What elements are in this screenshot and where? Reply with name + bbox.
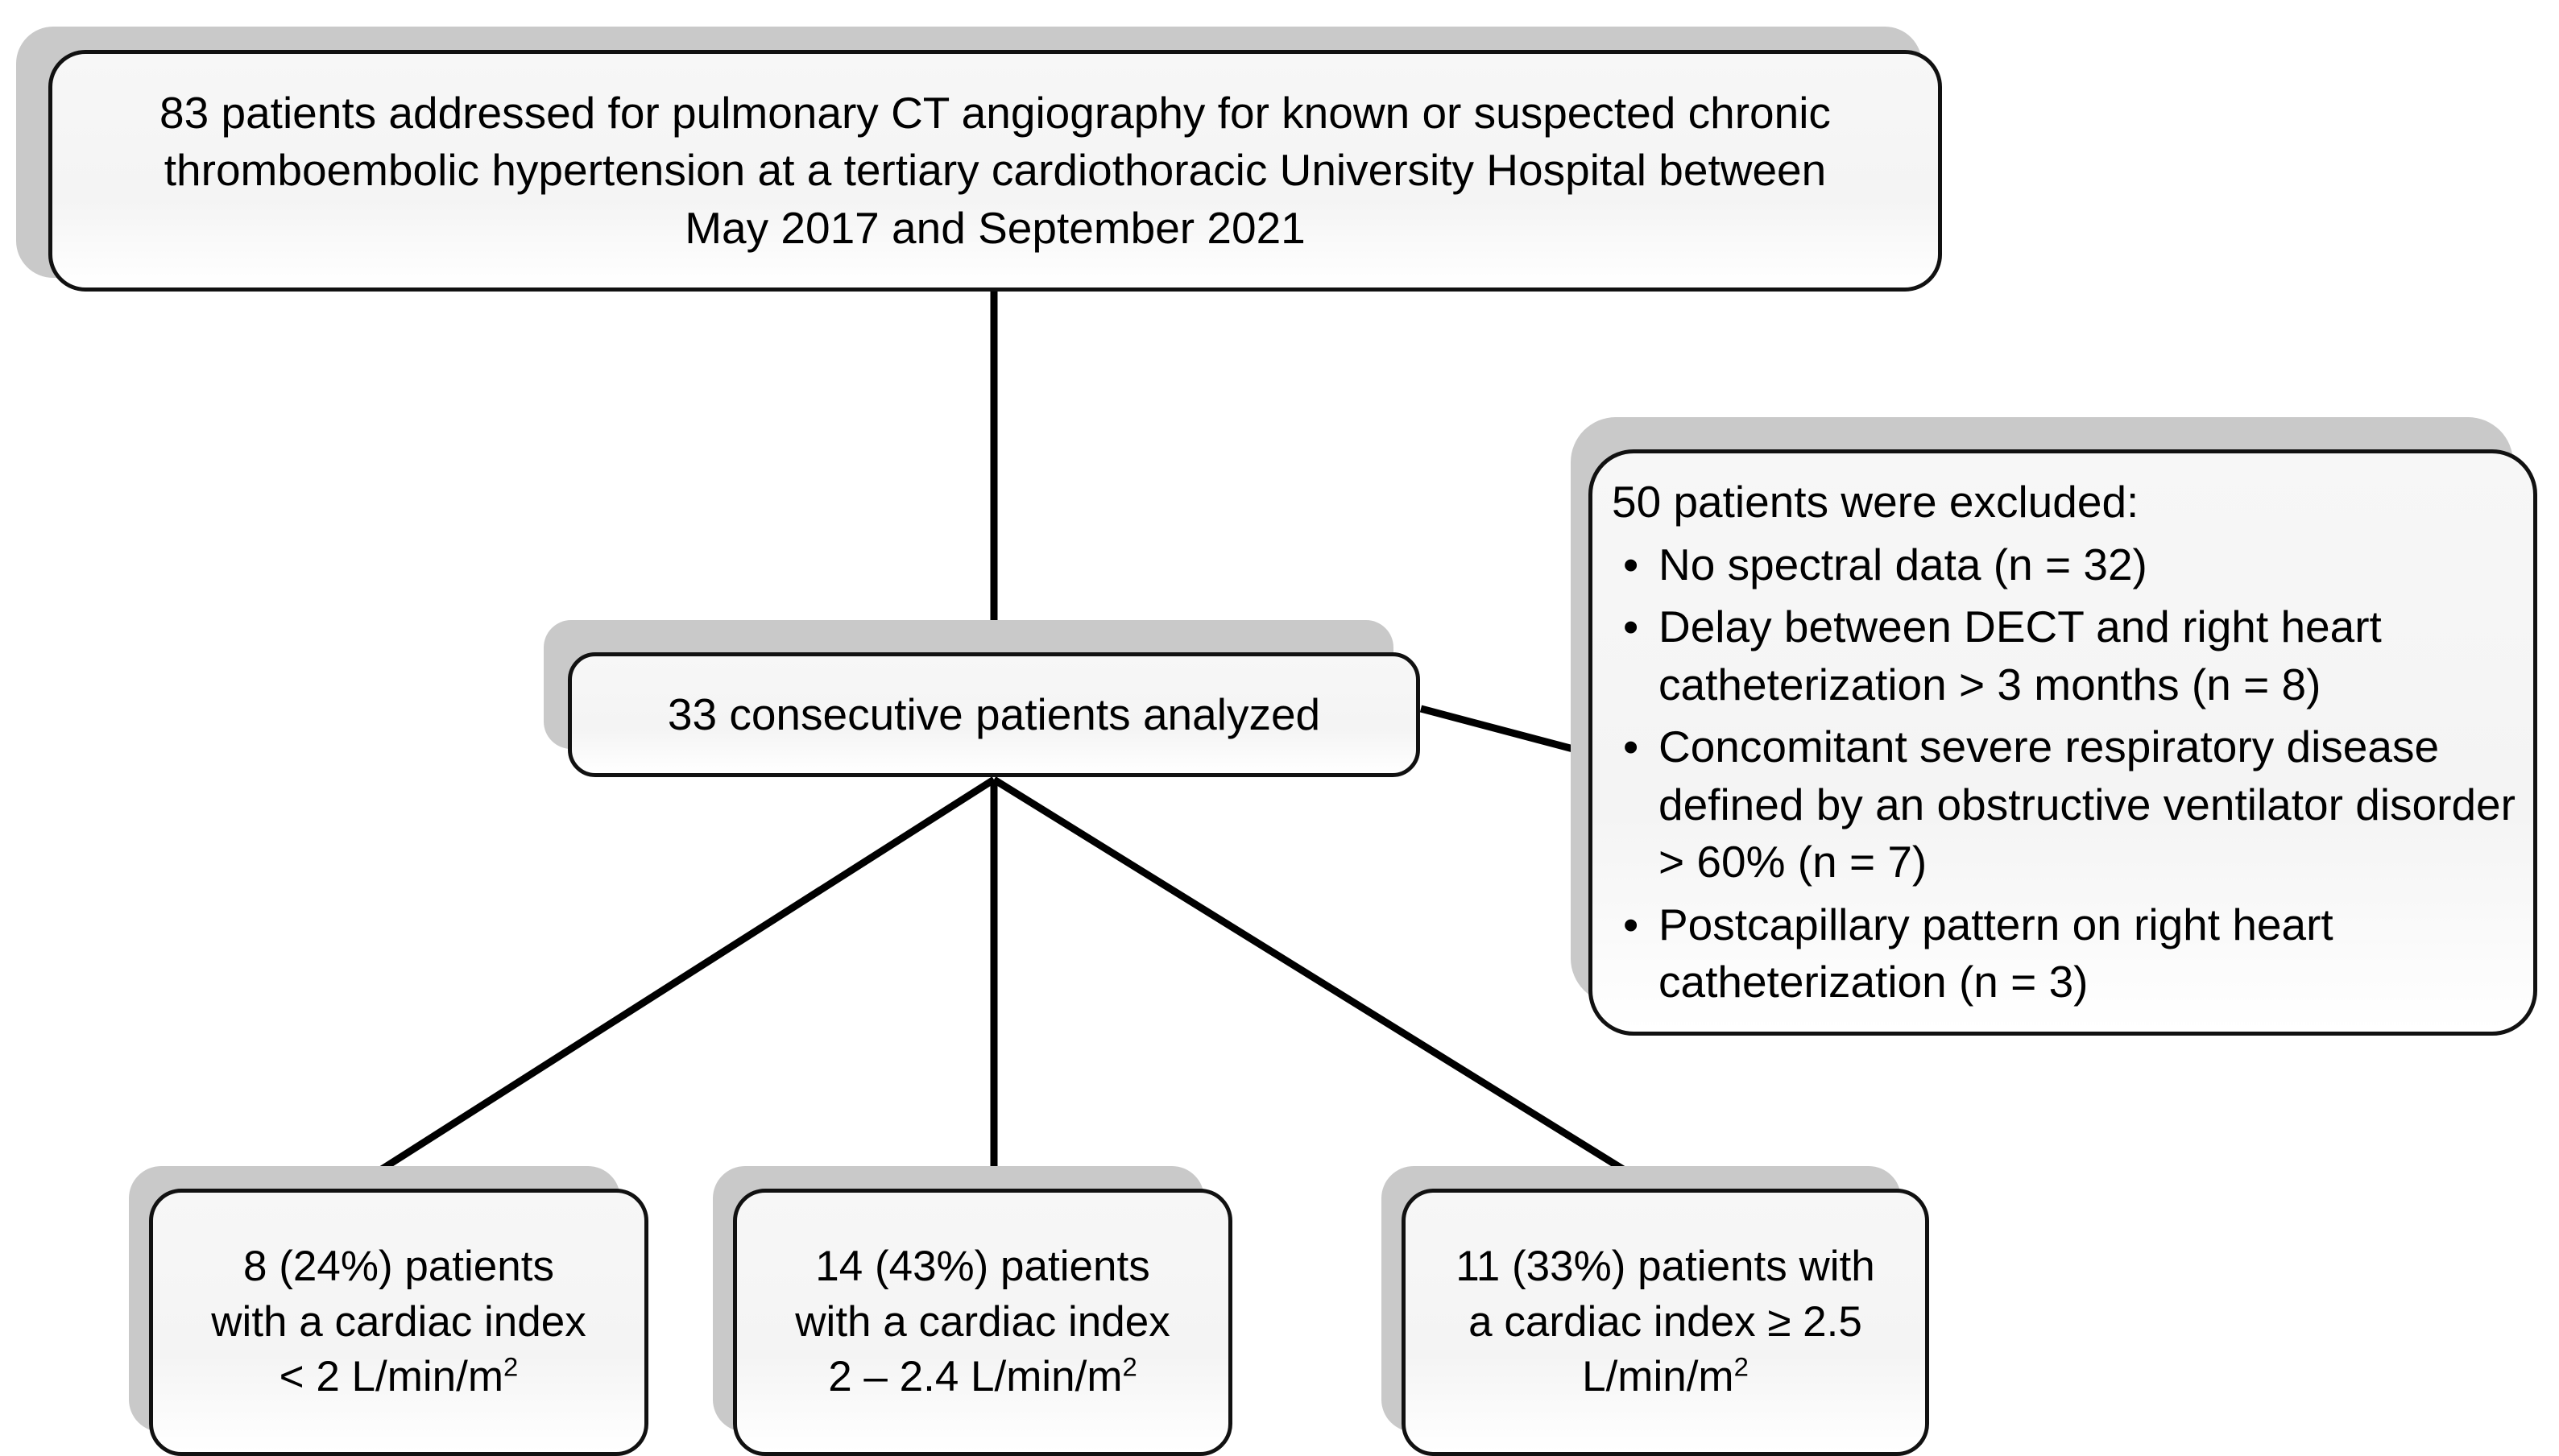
excluded-reason-text: No spectral data (n = 32) [1658,539,2147,589]
excluded-reason-text: Delay between DECT and right heart cathe… [1658,602,2382,709]
outcome-high-line-1: 11 (33%) patients with [1455,1242,1875,1290]
connector-analyzed-to-outcome-low [375,776,996,1175]
bullet-icon: • [1623,539,1639,589]
bullet-icon: • [1623,899,1639,949]
outcome-high-unit-exponent: 2 [1733,1351,1749,1382]
excluded-text: 50 patients were excluded: • No spectral… [1592,474,2533,1011]
outcome-low-line-1: 8 (24%) patients [243,1242,554,1290]
outcome-high-box[interactable]: 11 (33%) patients with a cardiac index ≥… [1402,1189,1929,1456]
analyzed-text: 33 consecutive patients analyzed [667,689,1321,739]
outcome-high-unit: L/min/m [1582,1353,1734,1401]
outcome-low-unit: < 2 L/min/m [279,1353,504,1401]
excluded-reason-list: • No spectral data (n = 32) • Delay betw… [1612,536,2517,1011]
outcome-low-unit-exponent: 2 [503,1351,519,1382]
connector-analyzed-to-excluded [1419,705,1590,757]
excluded-reason-text: Postcapillary pattern on right heart cat… [1658,899,2333,1007]
outcome-mid-unit: 2 – 2.4 L/min/m [828,1353,1123,1401]
outcome-mid-unit-exponent: 2 [1122,1351,1137,1382]
outcome-mid-text: 14 (43%) patients with a cardiac index 2… [737,1239,1228,1406]
outcome-high-text: 11 (33%) patients with a cardiac index ≥… [1406,1239,1925,1406]
excluded-heading: 50 patients were excluded: [1612,477,2139,527]
bullet-icon: • [1623,602,1639,652]
excluded-reason-item: • Delay between DECT and right heart cat… [1612,598,2517,714]
connector-analyzed-to-outcome-high [992,776,1629,1175]
outcome-high-line-2: a cardiac index ≥ 2.5 [1468,1297,1862,1346]
excluded-reason-text: Concomitant severe respiratory disease d… [1658,722,2516,887]
enrollment-line-1: 83 patients addressed for pulmonary CT a… [159,87,1831,138]
excluded-reason-item: • No spectral data (n = 32) [1612,536,2517,594]
enrollment-box[interactable]: 83 patients addressed for pulmonary CT a… [48,50,1942,292]
outcome-low-line-2: with a cardiac index [211,1297,586,1346]
outcome-low-text: 8 (24%) patients with a cardiac index < … [153,1239,644,1406]
outcome-mid-box[interactable]: 14 (43%) patients with a cardiac index 2… [733,1189,1232,1456]
outcome-mid-line-2: with a cardiac index [795,1297,1170,1346]
analyzed-box[interactable]: 33 consecutive patients analyzed [568,652,1420,777]
outcome-low-box[interactable]: 8 (24%) patients with a cardiac index < … [149,1189,648,1456]
outcome-mid-line-1: 14 (43%) patients [815,1242,1150,1290]
outcome-high-line-3: L/min/m2 [1426,1350,1904,1405]
outcome-mid-line-3: 2 – 2.4 L/min/m2 [758,1350,1207,1405]
outcome-low-line-3: < 2 L/min/m2 [174,1350,623,1405]
enrollment-text: 83 patients addressed for pulmonary CT a… [52,85,1938,258]
excluded-reason-item: • Postcapillary pattern on right heart c… [1612,896,2517,1011]
enrollment-line-2: thromboembolic hypertension at a tertiar… [164,145,1827,196]
bullet-icon: • [1623,722,1639,772]
excluded-box[interactable]: 50 patients were excluded: • No spectral… [1588,449,2537,1036]
enrollment-line-3: May 2017 and September 2021 [685,202,1306,253]
excluded-reason-item: • Concomitant severe respiratory disease… [1612,718,2517,891]
